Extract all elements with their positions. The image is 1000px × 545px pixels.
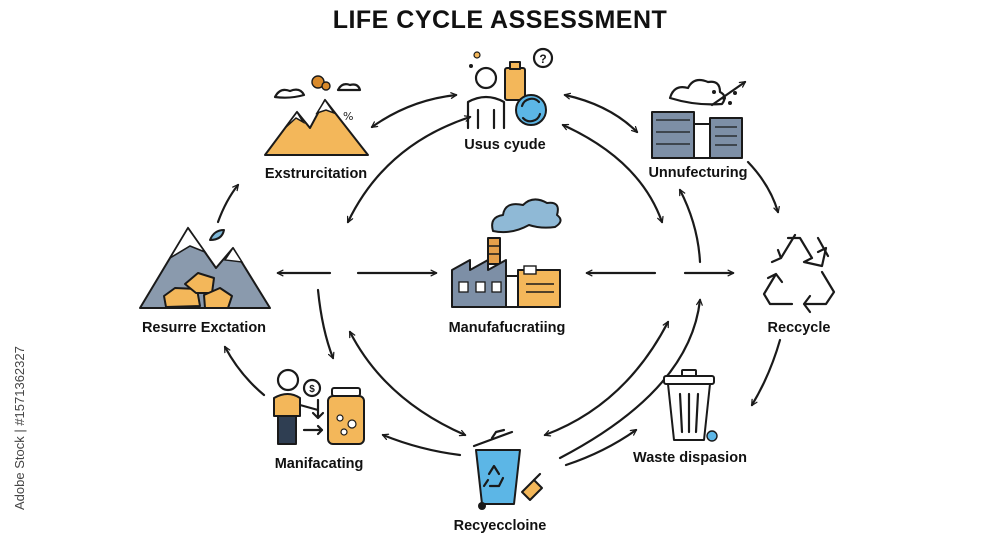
manufacturing-top-label: Unnufecturing xyxy=(648,165,747,181)
arrow-use-manufacturing-top xyxy=(563,92,639,134)
node-recycle: Reccycle xyxy=(762,233,836,336)
node-manufacturing-top: Unnufecturing xyxy=(648,78,748,181)
arrow-inner-right-up xyxy=(678,188,702,264)
arrow-resource-extraction xyxy=(216,183,240,224)
arrow-inner-left-down xyxy=(316,288,335,360)
node-use: ? Usus cyude xyxy=(464,47,554,153)
node-extraction: % Exstrurcitation xyxy=(264,75,369,182)
arrow-manufacturing-recycle xyxy=(746,160,780,214)
arrow-inner-bottom-left xyxy=(348,330,467,437)
watermark-side-text: Adobe Stock | #1571362327 xyxy=(12,346,27,510)
recycle-label: Reccycle xyxy=(768,320,831,336)
node-waste: Waste dispasion xyxy=(633,369,747,466)
svg-text:$: $ xyxy=(309,384,315,395)
svg-text:%: % xyxy=(343,110,353,123)
node-recycling-bin: Recyeccloine xyxy=(454,428,547,534)
page-title: LIFE CYCLE ASSESSMENT xyxy=(333,6,668,34)
svg-text:?: ? xyxy=(539,52,546,66)
cycle-arrows xyxy=(216,92,782,467)
center-label: Manufafucratiing xyxy=(449,320,566,336)
waste-label: Waste dispasion xyxy=(633,450,747,466)
trash-can-icon xyxy=(663,369,718,442)
use-label: Usus cyude xyxy=(464,137,545,153)
arrow-extraction-use xyxy=(370,92,458,129)
person-jar-icon: $ xyxy=(273,368,365,445)
arrow-bin-manufacturing xyxy=(381,433,462,457)
mountains-icon: % xyxy=(264,75,369,156)
arrow-inner-top-left xyxy=(346,115,472,224)
arrow-inner-bottom-right xyxy=(543,320,670,437)
arrow-inner-right-long xyxy=(558,298,703,460)
arrow-inner-top-right xyxy=(561,123,664,224)
recycling-bin-icon xyxy=(472,428,543,510)
node-center: Manufafucratiing xyxy=(449,198,566,336)
factory-smoke-icon xyxy=(651,78,747,159)
recycling-bin-label: Recyeccloine xyxy=(454,518,547,534)
arrow-recycle-waste xyxy=(750,338,782,407)
person-cycle-icon: ? xyxy=(466,47,554,130)
node-resource: Resurre Exctation xyxy=(139,226,271,336)
node-manufacturing-bottom: $ Manifacating xyxy=(273,368,365,472)
resource-label: Resurre Exctation xyxy=(142,320,266,336)
manufacturing-bottom-label: Manifacating xyxy=(275,456,364,472)
recycle-symbol-icon xyxy=(762,233,836,314)
arrow-manufacturing-resource xyxy=(223,345,266,397)
factory-icon xyxy=(451,198,562,308)
mountain-rocks-icon xyxy=(139,226,271,309)
extraction-label: Exstrurcitation xyxy=(265,166,367,182)
